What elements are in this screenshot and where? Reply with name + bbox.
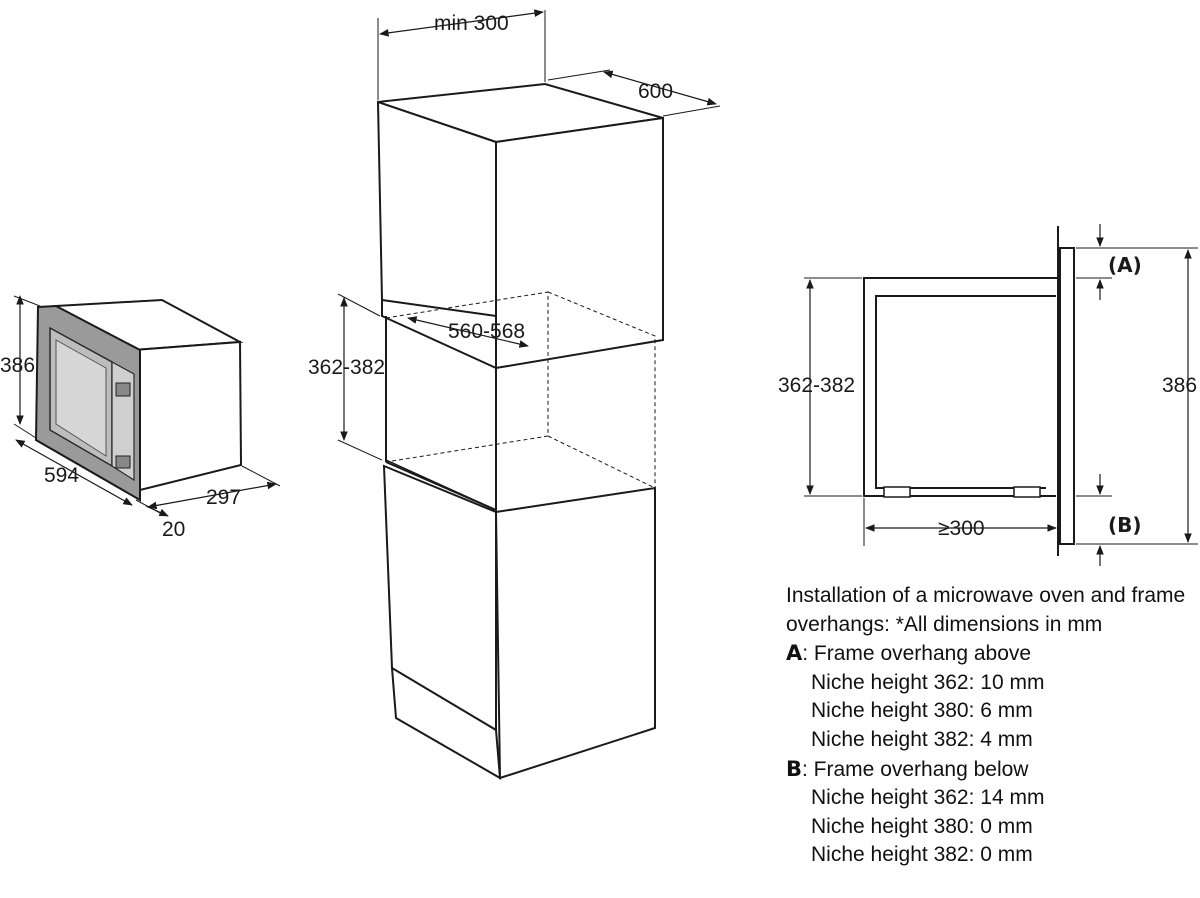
notes-b-item: Niche height 382: 0 mm bbox=[811, 843, 1033, 867]
section-frame bbox=[1059, 247, 1075, 545]
notes-b-title: : Frame overhang below bbox=[802, 757, 1029, 781]
microwave-foot-right bbox=[1013, 486, 1041, 498]
notes-intro-line-2: overhangs: *All dimensions in mm bbox=[786, 612, 1103, 636]
notes-a-key: A bbox=[786, 641, 803, 666]
microwave-frame-label: 20 bbox=[162, 518, 185, 541]
microwave-width-label: 594 bbox=[44, 464, 79, 487]
cabinet-min-top-label: min 300 bbox=[434, 12, 509, 35]
microwave-side bbox=[132, 340, 243, 492]
cabinet-upper-front bbox=[495, 116, 664, 370]
microwave-depth-label: 297 bbox=[206, 486, 241, 509]
cabinet-depth-label: 600 bbox=[638, 80, 673, 103]
microwave-height-label: 386 bbox=[0, 354, 35, 377]
notes-b-key: B bbox=[786, 756, 803, 781]
microwave-foot-left bbox=[883, 486, 911, 498]
cabinet-drawing: min 300 600 362-382 560-568 bbox=[308, 9, 721, 780]
notes-a-item: Niche height 382: 4 mm bbox=[811, 727, 1033, 751]
notes-b-item: Niche height 362: 14 mm bbox=[811, 786, 1045, 810]
cabinet-lower-front bbox=[494, 486, 656, 780]
microwave-button bbox=[115, 455, 131, 469]
microwave-display bbox=[115, 382, 131, 397]
notes-intro-line-1: Installation of a microwave oven and fra… bbox=[786, 584, 1186, 607]
section-drawing: 362-382 ≥300 386 (A) (B) bbox=[778, 224, 1198, 566]
section-label-b: (B) bbox=[1108, 513, 1142, 537]
section-label-a: (A) bbox=[1108, 253, 1142, 277]
cabinet-niche-height-label: 362-382 bbox=[308, 356, 385, 379]
notes-b-item: Niche height 380: 0 mm bbox=[811, 814, 1033, 838]
section-niche-height-label: 362-382 bbox=[778, 374, 855, 397]
notes-a-heading: A: Frame overhang above bbox=[786, 639, 1198, 669]
section-frame-height-label: 386 bbox=[1162, 374, 1197, 397]
cabinet-niche-width-label: 560-568 bbox=[448, 320, 525, 343]
notes-a-item: Niche height 380: 6 mm bbox=[811, 699, 1033, 723]
notes-a-item: Niche height 362: 10 mm bbox=[811, 670, 1045, 694]
installation-notes: Installation of a microwave oven and fra… bbox=[786, 582, 1198, 870]
notes-b-heading: B: Frame overhang below bbox=[786, 755, 1198, 785]
notes-a-title: : Frame overhang above bbox=[802, 642, 1032, 666]
section-depth-label: ≥300 bbox=[938, 517, 985, 540]
microwave-drawing: 386 594 297 20 bbox=[0, 295, 281, 541]
